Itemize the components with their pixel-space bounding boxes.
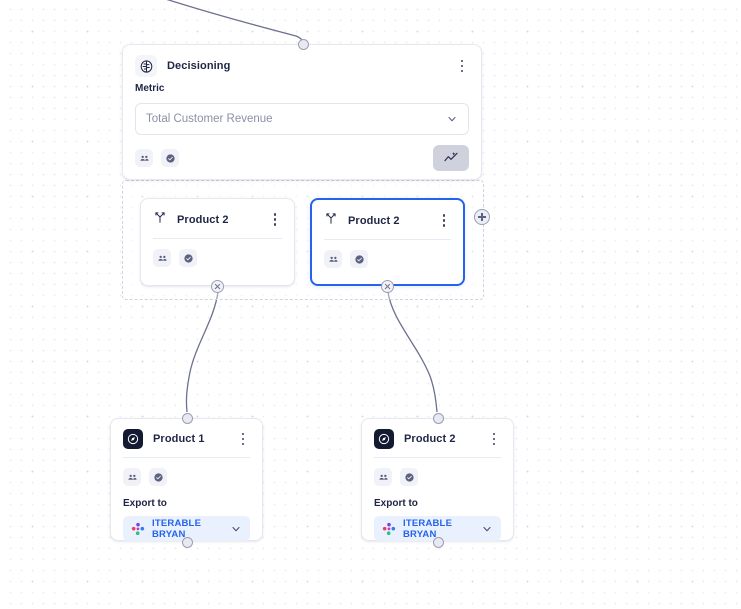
connection-port-icon[interactable]: [182, 537, 193, 548]
audience-icon[interactable]: [374, 468, 392, 486]
connection-port-icon[interactable]: [182, 413, 193, 424]
iterable-logo-icon: [131, 522, 145, 535]
export-a-destination-name: ITERABLE BRYAN: [152, 517, 202, 540]
chevron-down-icon: [483, 526, 491, 531]
export-a-title: Product 1: [153, 433, 205, 445]
kebab-menu-icon[interactable]: [437, 213, 451, 229]
add-node-icon[interactable]: [474, 209, 490, 225]
audience-icon[interactable]: [324, 250, 342, 268]
connection-port-icon[interactable]: [433, 413, 444, 424]
metric-select[interactable]: Total Customer Revenue: [135, 103, 469, 135]
node-export-product-2[interactable]: Product 2 Export to: [361, 413, 514, 548]
export-b-title: Product 2: [404, 433, 456, 445]
audience-icon[interactable]: [123, 468, 141, 486]
decisioning-chip-row: [123, 135, 481, 181]
edge-branch-a-to-export-a: [185, 291, 219, 413]
remove-connection-icon[interactable]: [211, 280, 224, 293]
kebab-menu-icon[interactable]: [455, 58, 469, 74]
export-b-divider: [374, 457, 501, 458]
brain-icon: [135, 55, 157, 77]
metric-label: Metric: [135, 83, 165, 94]
branch-b-title: Product 2: [348, 214, 400, 227]
export-b-destination-name: ITERABLE BRYAN: [403, 517, 453, 540]
metric-select-value: Total Customer Revenue: [146, 113, 273, 125]
branch-b-header: Product 2: [312, 200, 463, 239]
branch-a-divider: [153, 238, 282, 239]
chevron-down-icon: [232, 526, 240, 531]
check-badge-icon[interactable]: [179, 249, 197, 267]
export-a-label: Export to: [123, 498, 167, 509]
chart-line-icon[interactable]: [433, 145, 469, 171]
branch-a-chip-row: [141, 239, 294, 277]
connection-port-icon[interactable]: [433, 537, 444, 548]
node-branch-product-2-b[interactable]: Product 2: [310, 198, 465, 286]
branch-split-icon: [153, 209, 167, 230]
decisioning-title: Decisioning: [167, 60, 231, 72]
export-a-header: Product 1: [111, 419, 262, 457]
decisioning-header: Decisioning: [123, 45, 481, 85]
branch-a-header: Product 2: [141, 199, 294, 238]
check-badge-icon[interactable]: [149, 468, 167, 486]
chevron-down-icon: [448, 116, 456, 122]
check-badge-icon[interactable]: [161, 149, 179, 167]
export-b-destination-select[interactable]: ITERABLE BRYAN: [374, 516, 501, 541]
branch-b-chip-row: [312, 240, 463, 278]
audience-icon[interactable]: [135, 149, 153, 167]
export-b-header: Product 2: [362, 419, 513, 457]
edge-incoming: [166, 0, 304, 44]
kebab-menu-icon[interactable]: [487, 431, 501, 447]
export-a-destination-select[interactable]: ITERABLE BRYAN: [123, 516, 250, 541]
iterable-logo-icon: [382, 522, 396, 535]
connection-port-icon[interactable]: [298, 39, 309, 50]
export-b-label: Export to: [374, 498, 418, 509]
compass-app-icon: [374, 429, 394, 449]
export-a-chip-row: [111, 458, 262, 496]
remove-connection-icon[interactable]: [381, 280, 394, 293]
kebab-menu-icon[interactable]: [236, 431, 250, 447]
export-b-chip-row: [362, 458, 513, 496]
node-branch-product-2-a[interactable]: Product 2: [140, 198, 295, 286]
check-badge-icon[interactable]: [350, 250, 368, 268]
compass-app-icon: [123, 429, 143, 449]
branch-split-icon: [324, 210, 338, 231]
kebab-menu-icon[interactable]: [268, 212, 282, 228]
node-decisioning[interactable]: Decisioning Metric Total Customer Revenu…: [122, 39, 482, 181]
check-badge-icon[interactable]: [400, 468, 418, 486]
edge-branch-b-to-export-b: [387, 291, 438, 413]
audience-icon[interactable]: [153, 249, 171, 267]
branch-a-title: Product 2: [177, 213, 229, 226]
export-a-divider: [123, 457, 250, 458]
branch-b-divider: [324, 239, 451, 240]
node-export-product-1[interactable]: Product 1 Export to: [110, 413, 263, 548]
